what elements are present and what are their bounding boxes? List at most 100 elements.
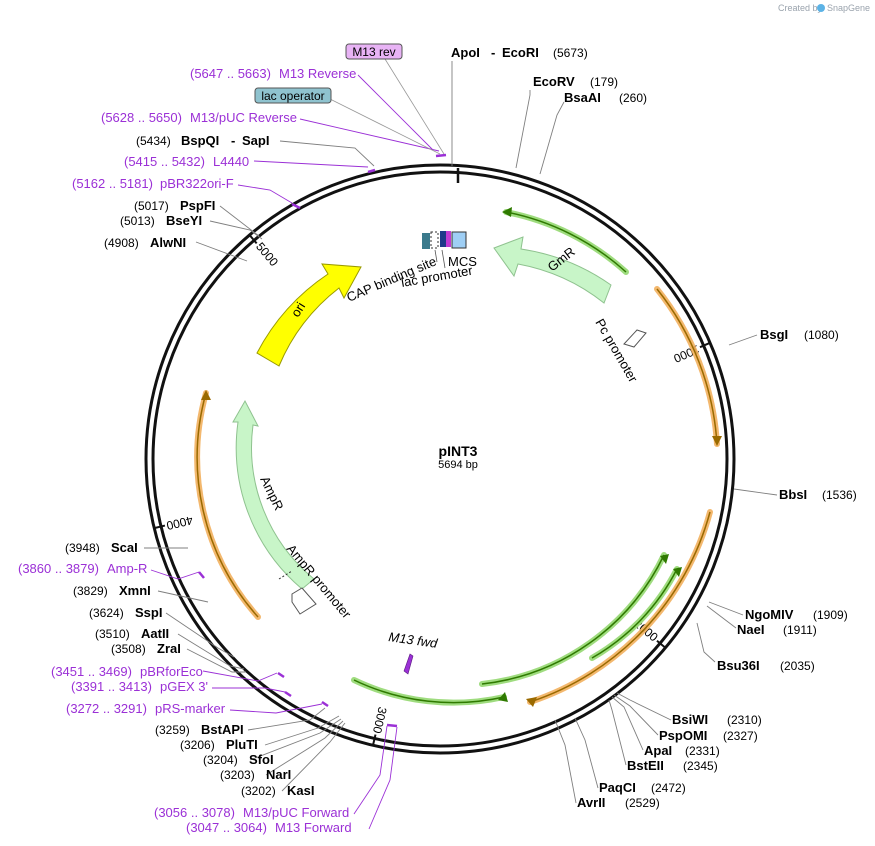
leader-prs-marker bbox=[229, 703, 323, 714]
leader-ngomiv bbox=[708, 601, 744, 616]
enzyme-sspi[interactable]: (3624) SspI bbox=[89, 605, 162, 620]
lac-promoter-box[interactable] bbox=[430, 231, 439, 249]
ampr-gene-arrow[interactable] bbox=[232, 399, 315, 590]
enzyme-name: EcoRV bbox=[533, 74, 575, 89]
enzyme-position: (3259) bbox=[155, 723, 190, 737]
tick-label-4000: 4000 bbox=[165, 513, 195, 533]
m13-rev-box-text: M13 rev bbox=[352, 45, 395, 59]
enzyme-sfoi[interactable]: (3204) SfoI bbox=[203, 752, 274, 767]
primer-pgex-3[interactable]: (3391 .. 3413) pGEX 3' bbox=[71, 679, 208, 694]
primer-amp-r[interactable]: (3860 .. 3879) Amp-R bbox=[18, 561, 147, 576]
primer-m13-reverse[interactable]: (5647 .. 5663) M13 Reverse bbox=[190, 66, 356, 81]
features bbox=[232, 231, 647, 675]
enzyme-alwni[interactable]: (4908) AlwNI bbox=[104, 235, 186, 250]
brand-created-by: Created by bbox=[778, 3, 823, 13]
m13-fwd-arrow[interactable] bbox=[403, 653, 414, 675]
leader-m13-puc-reverse bbox=[299, 118, 440, 152]
enzyme-bsu36i[interactable]: Bsu36I (2035) bbox=[717, 658, 815, 673]
primer-range: (5647 .. 5663) bbox=[190, 66, 271, 81]
ampr-promoter-arrow[interactable] bbox=[291, 587, 317, 615]
enzyme-paqci[interactable]: PaqCI (2472) bbox=[599, 780, 686, 795]
primer-m13-puc-forward[interactable]: (3056 .. 3078) M13/pUC Forward bbox=[154, 805, 349, 820]
enzyme-xmni[interactable]: (3829) XmnI bbox=[73, 583, 151, 598]
enzyme-name: KasI bbox=[287, 783, 314, 798]
enzyme-name: PaqCI bbox=[599, 780, 636, 795]
enzyme-avrii[interactable]: AvrII (2529) bbox=[577, 795, 660, 810]
enzyme-apoi-ecori[interactable]: ApoI - EcoRI (5673) bbox=[451, 45, 588, 60]
enzyme-apai[interactable]: ApaI (2331) bbox=[644, 743, 720, 758]
primer-range: (5628 .. 5650) bbox=[101, 110, 182, 125]
ampr-promoter-divider bbox=[278, 570, 293, 580]
ori-arrow[interactable] bbox=[256, 263, 362, 367]
enzyme-name: ApoI bbox=[451, 45, 480, 60]
mcs-leader bbox=[434, 249, 438, 263]
primer-name: pBR322ori-F bbox=[160, 176, 234, 191]
enzyme-labels: ApoI - EcoRI (5673) EcoRV (179) BsaAI (2… bbox=[65, 45, 857, 810]
cap-binding-site-box[interactable] bbox=[422, 233, 430, 249]
m13-fwd-label: M13 fwd bbox=[388, 629, 440, 651]
green-arc-top-line bbox=[505, 211, 627, 273]
primer-marker-l4440 bbox=[367, 168, 376, 174]
leader-amp-r bbox=[150, 569, 200, 580]
primer-range: (3047 .. 3064) bbox=[186, 820, 267, 835]
enzyme-ngomiv[interactable]: NgoMIV (1909) bbox=[745, 607, 848, 622]
tick-mark-5000 bbox=[248, 234, 258, 245]
enzyme-ecorv[interactable]: EcoRV (179) bbox=[533, 74, 618, 89]
primer-m13-puc-reverse[interactable]: (5628 .. 5650) M13/pUC Reverse bbox=[101, 110, 297, 125]
primer-marker-prs-marker bbox=[321, 700, 329, 708]
primer-pbrforeco[interactable]: (3451 .. 3469) pBRforEco bbox=[51, 664, 203, 679]
enzyme-pspomi[interactable]: PspOMI (2327) bbox=[659, 728, 758, 743]
primer-name: pBRforEco bbox=[140, 664, 203, 679]
leader-bstapi bbox=[247, 707, 326, 731]
enzyme-name: BseYI bbox=[166, 213, 202, 228]
enzyme-aatii[interactable]: (3510) AatII bbox=[95, 626, 169, 641]
lac-promoter-leader bbox=[441, 249, 446, 269]
pc-promoter-arrow[interactable] bbox=[623, 329, 647, 348]
enzyme-pluti[interactable]: (3206) PluTI bbox=[180, 737, 258, 752]
enzyme-kasi[interactable]: (3202) KasI bbox=[241, 783, 314, 798]
m13-rev-box[interactable] bbox=[446, 231, 451, 247]
enzyme-bspqi-sapi[interactable]: (5434) BspQI - SapI bbox=[136, 133, 269, 148]
brand-app: SnapGene bbox=[827, 3, 870, 13]
primer-l4440[interactable]: (5415 .. 5432) L4440 bbox=[124, 154, 249, 169]
enzyme-position: (4908) bbox=[104, 236, 139, 250]
primer-marker-m13-forward bbox=[386, 723, 398, 728]
leader-bspqi bbox=[279, 140, 375, 167]
primer-prs-marker[interactable]: (3272 .. 3291) pRS-marker bbox=[66, 701, 226, 716]
enzyme-pspfi[interactable]: (5017) PspFI bbox=[134, 198, 215, 213]
enzyme-name: BsgI bbox=[760, 327, 788, 342]
enzyme-nari[interactable]: (3203) NarI bbox=[220, 767, 291, 782]
primer-marker-pbr322ori-f bbox=[291, 202, 301, 210]
backbone-outer bbox=[144, 163, 736, 755]
enzyme-bbsi[interactable]: BbsI (1536) bbox=[779, 487, 857, 502]
gmr-gene-arrow[interactable] bbox=[493, 236, 612, 304]
enzyme-bsiwi[interactable]: BsiWI (2310) bbox=[672, 712, 762, 727]
enzyme-bseyi[interactable]: (5013) BseYI bbox=[120, 213, 202, 228]
enzyme-bsaai[interactable]: BsaAI (260) bbox=[564, 90, 647, 105]
tick-label-5000: 5000 bbox=[253, 240, 281, 270]
enzyme-bstapi[interactable]: (3259) BstAPI bbox=[155, 722, 244, 737]
enzyme-naei[interactable]: NaeI (1911) bbox=[737, 622, 817, 637]
enzyme-position: (2331) bbox=[685, 744, 720, 758]
enzyme-name2: SapI bbox=[242, 133, 269, 148]
enzyme-scai[interactable]: (3948) ScaI bbox=[65, 540, 138, 555]
lac-operator-box[interactable] bbox=[440, 231, 446, 247]
enzyme-zrai[interactable]: (3508) ZraI bbox=[111, 641, 181, 656]
enzyme-position: (3508) bbox=[111, 642, 146, 656]
primer-pbr322ori-f[interactable]: (5162 .. 5181) pBR322ori-F bbox=[72, 176, 234, 191]
enzyme-position: (5434) bbox=[136, 134, 171, 148]
enzyme-bsgi[interactable]: BsgI (1080) bbox=[760, 327, 839, 342]
lac-operator-box-label[interactable] bbox=[254, 87, 332, 104]
enzyme-position: (2035) bbox=[780, 659, 815, 673]
primer-leaders bbox=[150, 74, 440, 830]
enzyme-name: ScaI bbox=[111, 540, 138, 555]
primer-m13-forward[interactable]: (3047 .. 3064) M13 Forward bbox=[186, 820, 352, 835]
leader-pluti bbox=[264, 715, 340, 746]
backbone-inner bbox=[151, 170, 729, 748]
mcs-box[interactable] bbox=[451, 231, 467, 249]
enzyme-bsteii[interactable]: BstEII (2345) bbox=[627, 758, 718, 773]
m13-rev-box-label[interactable] bbox=[345, 43, 403, 60]
enzyme-position: (260) bbox=[619, 91, 647, 105]
leader-pbrforeco bbox=[202, 670, 278, 682]
